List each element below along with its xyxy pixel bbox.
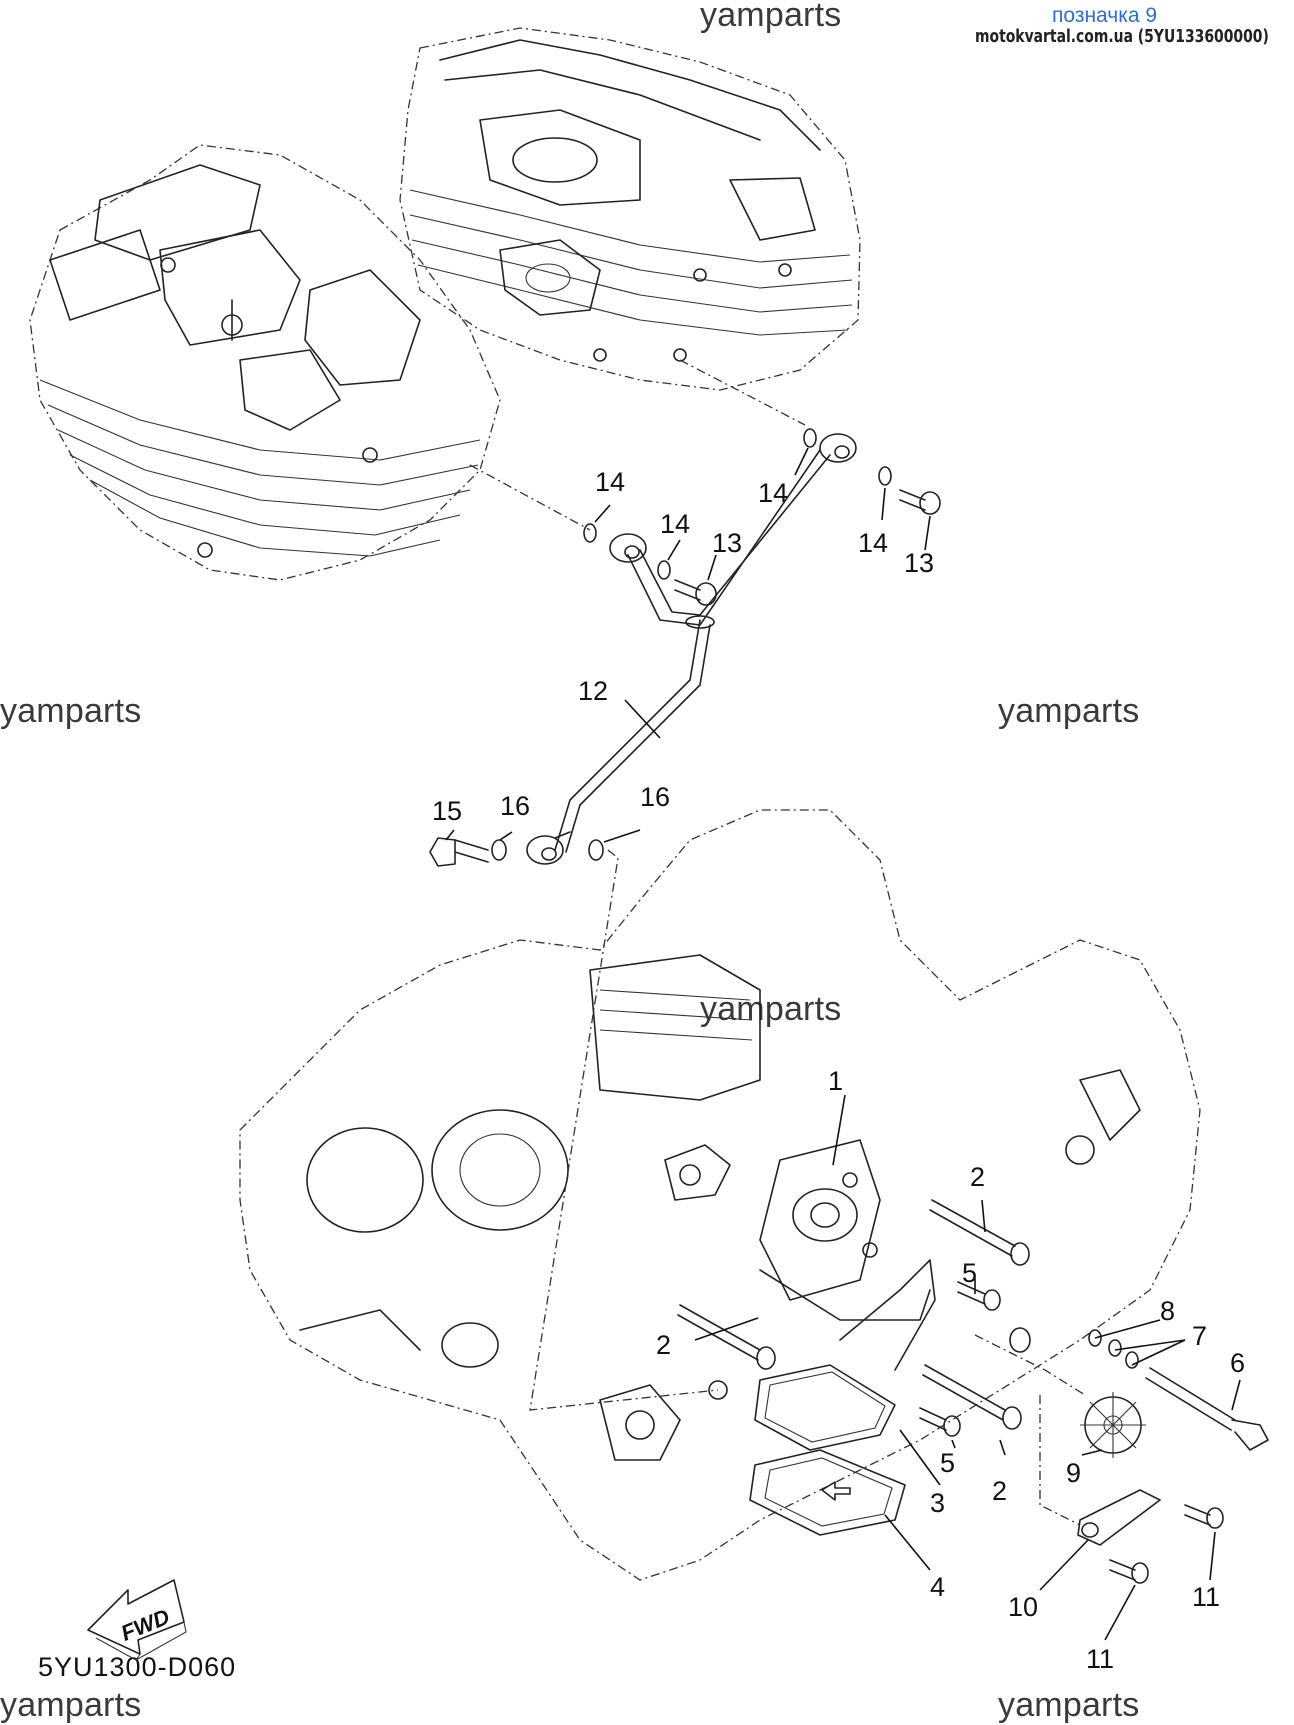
watermark-bottom-left: yamparts (0, 1686, 142, 1724)
callout-12: 12 (578, 676, 608, 706)
crankcase (239, 809, 1201, 1581)
callout-10: 10 (1008, 1592, 1038, 1622)
callout-13-right: 13 (904, 548, 934, 578)
site-label: motokvartal.com.ua (5YU133600000) (975, 26, 1269, 47)
callout-11-lower: 11 (1086, 1644, 1114, 1674)
oil-delivery-pipe (526, 433, 857, 865)
callout-14-center: 14 (660, 509, 690, 539)
callout-2-upper: 2 (970, 1162, 985, 1192)
oil-pump-assembly (677, 1139, 1030, 1536)
callout-9: 9 (1066, 1458, 1081, 1488)
centerline-lower (529, 849, 719, 1411)
callout-5-lower: 5 (940, 1448, 955, 1478)
centerline-rear (679, 359, 806, 426)
callout-numbers: 1 2 2 2 3 4 5 5 6 7 8 9 10 11 11 12 13 1… (432, 467, 1245, 1674)
drive-side-parts (974, 1327, 1269, 1584)
watermark-bottom-right: yamparts (998, 1686, 1140, 1724)
callout-5-upper: 5 (962, 1258, 977, 1288)
fwd-label: FWD (117, 1604, 173, 1646)
callout-7: 7 (1192, 1321, 1207, 1351)
callout-11-right: 11 (1192, 1582, 1220, 1612)
watermark-left: yamparts (0, 692, 142, 730)
callout-4: 4 (930, 1572, 945, 1602)
mark-label: позначка 9 (1052, 4, 1158, 27)
front-cylinder-head (29, 144, 501, 581)
callout-14-right: 14 (858, 528, 888, 558)
copper-washers (491, 428, 892, 861)
callout-16-left: 16 (500, 791, 530, 821)
watermark-center: yamparts (700, 990, 842, 1028)
callout-leaders (445, 447, 1241, 1641)
centerline-front (469, 464, 591, 531)
callout-2-lower: 2 (992, 1476, 1007, 1506)
diagram-code: 5YU1300-D060 (38, 1652, 237, 1682)
fwd-arrow: FWD (87, 1579, 187, 1661)
callout-13-center: 13 (712, 528, 742, 558)
callout-1: 1 (828, 1066, 843, 1096)
callout-3: 3 (930, 1488, 945, 1518)
callout-16-right: 16 (640, 782, 670, 812)
watermark-right: yamparts (998, 692, 1140, 730)
callout-15: 15 (432, 796, 462, 826)
rear-cylinder-head (399, 27, 861, 391)
watermark-top: yamparts (700, 0, 842, 34)
union-bolts (429, 489, 941, 867)
callout-14-left: 14 (595, 467, 625, 497)
callout-14-mid: 14 (758, 478, 788, 508)
callout-8: 8 (1160, 1296, 1175, 1326)
callout-6: 6 (1230, 1348, 1245, 1378)
callout-2-left: 2 (656, 1330, 671, 1360)
